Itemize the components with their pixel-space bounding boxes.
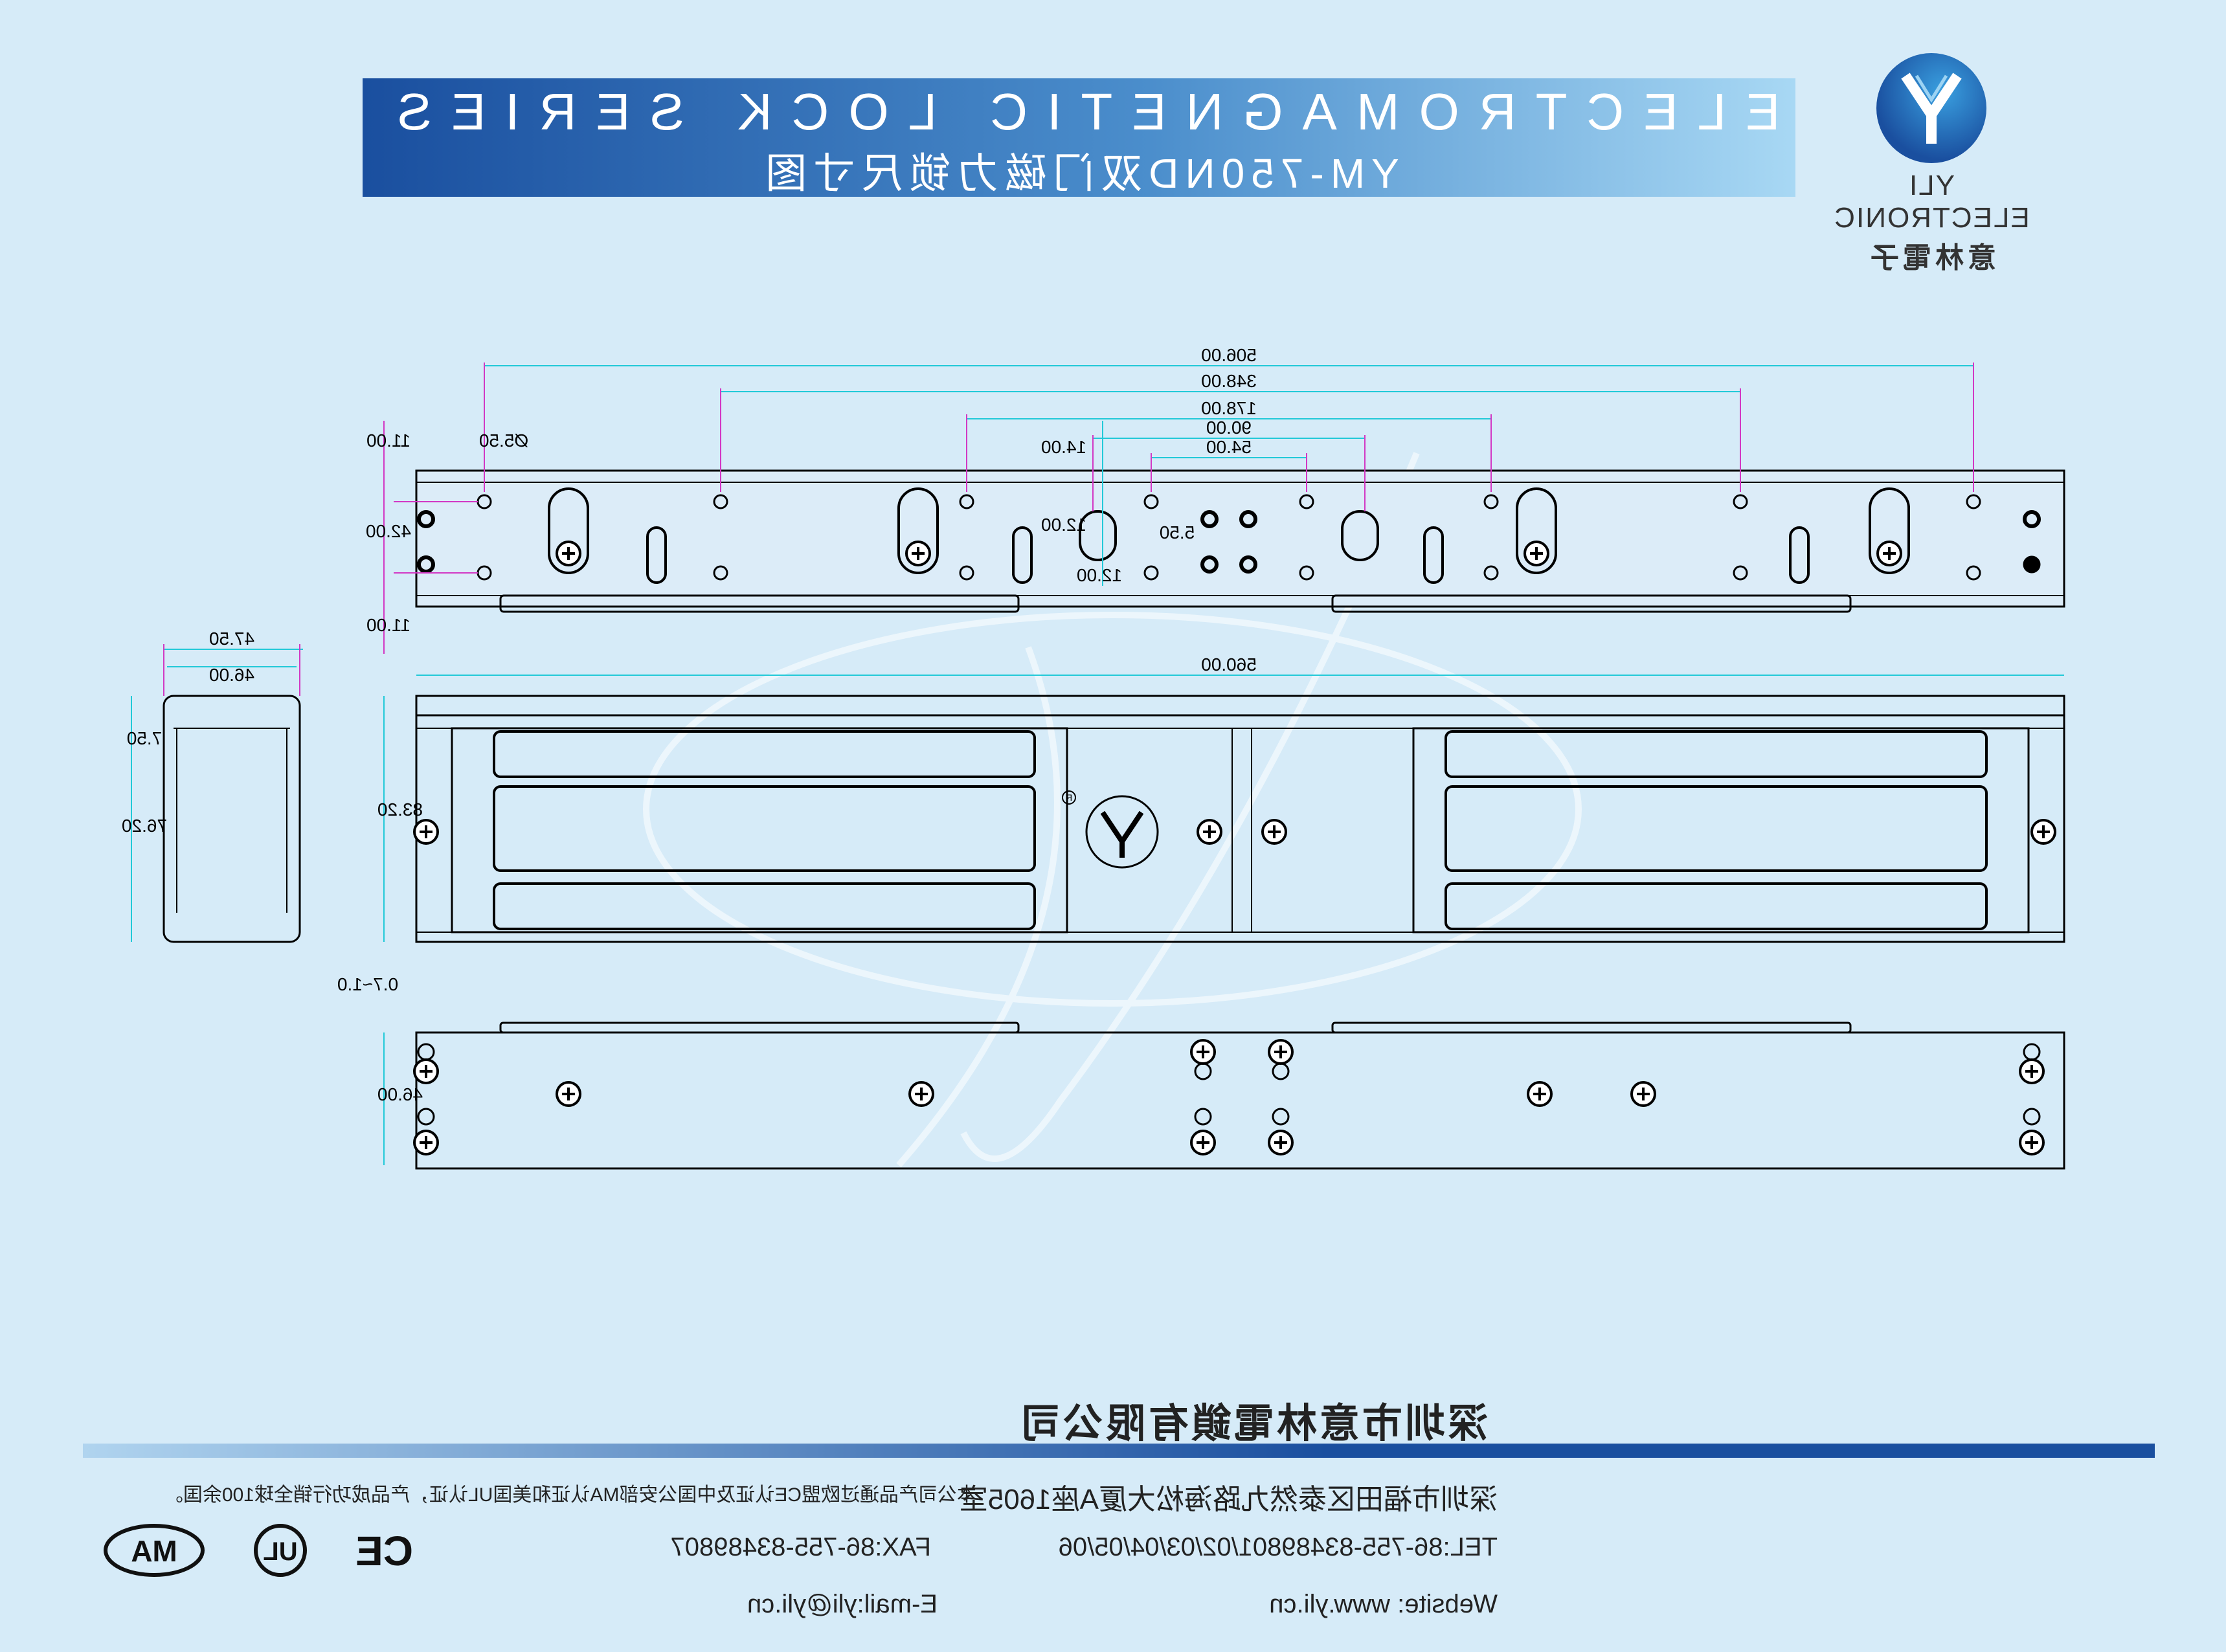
dim-506: 506.00 [1201, 345, 1257, 365]
ce-mark-icon: CE [355, 1528, 413, 1574]
dim-11-top: 11.00 [366, 430, 410, 451]
svg-text:MA: MA [131, 1534, 177, 1568]
front-view: R [413, 695, 2065, 943]
company-name: 深圳市意林電鎖有限公司 [1017, 1401, 1488, 1446]
bottom-view [413, 1021, 2065, 1170]
dim-42: 42.00 [366, 521, 411, 541]
dim-76-2: 76.20 [122, 816, 167, 836]
dim-90: 90.00 [1206, 418, 1252, 438]
dim-47-5: 47.50 [209, 629, 254, 649]
dim-12-horizontal: 12.00 [1077, 565, 1122, 585]
top-view [415, 469, 2065, 613]
dimension-labels: 506.00 348.00 178.00 90.00 54.00 Ø5.50 1… [122, 345, 1257, 1104]
svg-text:UL: UL [263, 1537, 297, 1566]
email: E-mail:yli@yli.cn [747, 1590, 938, 1618]
dim-83-2: 83.20 [377, 799, 423, 820]
telephone: TEL:86-755-83489801/02/03/04/05/06 [1058, 1533, 1498, 1561]
dim-46-bottom: 46.00 [377, 1084, 423, 1104]
website: Website: www.yli.cn [1269, 1590, 1498, 1618]
dim-46-side: 46.00 [209, 665, 254, 685]
footer-divider [83, 1444, 2155, 1458]
dim-54: 54.00 [1206, 437, 1252, 457]
watermark-logo [643, 452, 1582, 1168]
brand-logo: YLI ELECTRONIC 意林電子 [1812, 53, 2051, 274]
certification-notice: 本公司产品通过欧盟CE认证及中国公安部MA认证和美国UL认证，产品成功行销全球1… [163, 1484, 976, 1506]
dimension-lines [131, 363, 2064, 1165]
dim-7-5: 7.50 [127, 728, 163, 748]
side-view [163, 695, 301, 943]
ul-mark-icon [254, 1524, 307, 1577]
registered-mark: R [1066, 792, 1072, 803]
fax: FAX:86-755-83489807 [670, 1533, 931, 1561]
dim-gap: 0.7~1.0 [337, 974, 398, 994]
ma-mark-icon [104, 1524, 205, 1577]
dim-11-bottom: 11.00 [366, 615, 410, 635]
dim-560: 560.00 [1201, 654, 1257, 675]
dim-12-vertical: 12.00 [1041, 515, 1086, 535]
dim-hole-diameter: Ø5.50 [479, 430, 528, 451]
dim-5-5-slot: 5.50 [1160, 522, 1195, 542]
company-address: 深圳市福田区泰然九路海松大厦A座1605室 [959, 1484, 1498, 1515]
certification-marks: CE UL MA [104, 1524, 413, 1577]
y-logo-icon [1876, 53, 1986, 163]
dim-178: 178.00 [1201, 398, 1257, 418]
dim-14: 14.00 [1041, 437, 1086, 457]
dim-348: 348.00 [1201, 371, 1257, 391]
